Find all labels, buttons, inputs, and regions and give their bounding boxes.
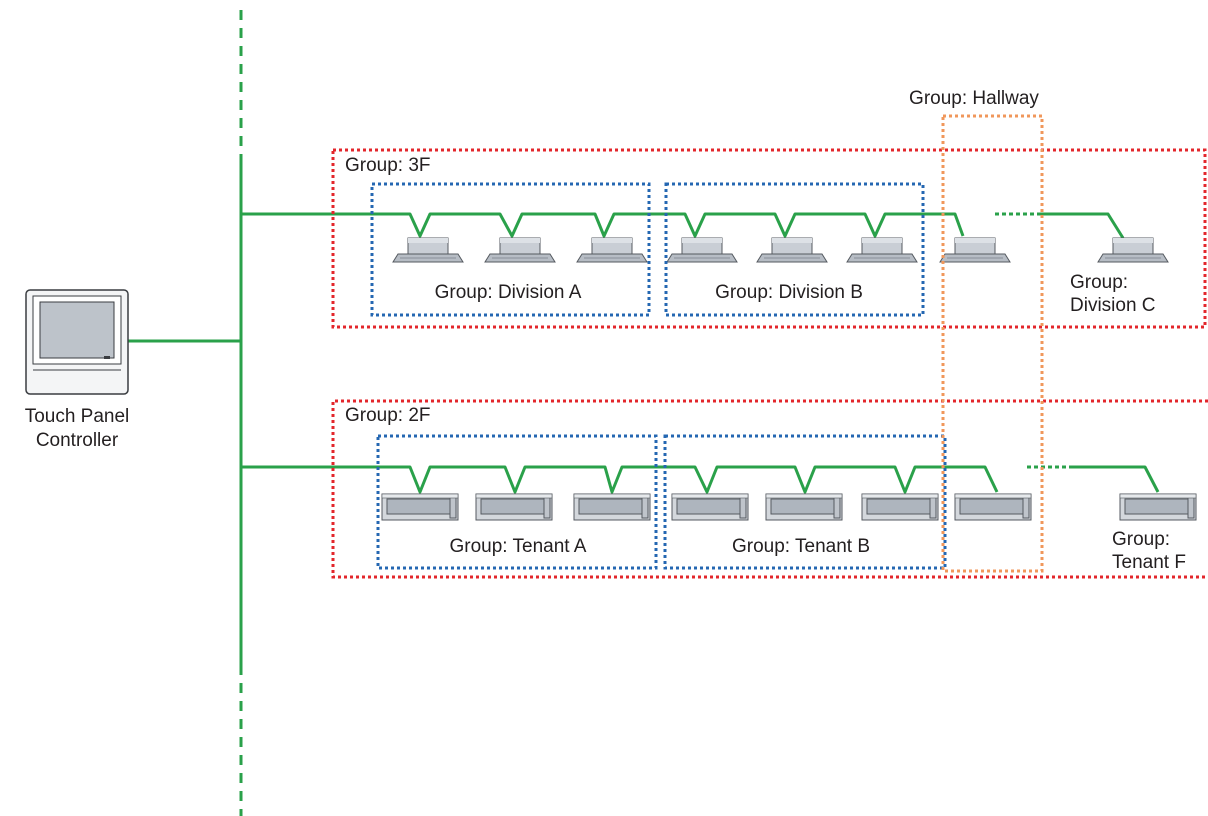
cassette-unit-icon bbox=[576, 237, 648, 263]
group-2f-label: Group: 2F bbox=[345, 405, 431, 426]
floor-2f-bus bbox=[241, 465, 1160, 494]
group-division-b-label: Group: Division B bbox=[715, 282, 863, 303]
group-2f-boundary bbox=[331, 399, 1208, 579]
cassette-unit-icon bbox=[1097, 237, 1169, 263]
touch-panel-controller-icon bbox=[25, 289, 129, 395]
group-division-b-boundary bbox=[664, 182, 925, 317]
group-tenant-f-label-line1: Group: bbox=[1112, 529, 1170, 550]
duct-unit-icon bbox=[381, 493, 459, 521]
duct-unit-icon bbox=[671, 493, 749, 521]
group-division-c-label-line2: Division C bbox=[1070, 295, 1156, 316]
duct-unit-icon bbox=[765, 493, 843, 521]
group-3f-label: Group: 3F bbox=[345, 155, 431, 176]
group-division-a-label: Group: Division A bbox=[435, 282, 582, 303]
group-division-c-label-line1: Group: bbox=[1070, 272, 1128, 293]
cassette-unit-icon bbox=[939, 237, 1011, 263]
cassette-unit-icon bbox=[392, 237, 464, 263]
group-3f-boundary bbox=[331, 148, 1207, 329]
touch-panel-controller: Touch Panel Controller bbox=[25, 289, 241, 451]
duct-unit-icon bbox=[954, 493, 1032, 521]
cassette-unit-icon bbox=[756, 237, 828, 263]
group-tenant-b-label: Group: Tenant B bbox=[732, 536, 870, 557]
cassette-unit-icon bbox=[846, 237, 918, 263]
group-hallway-label: Group: Hallway bbox=[909, 88, 1039, 109]
group-tenant-a-boundary bbox=[376, 434, 658, 570]
floor-2f-units bbox=[381, 493, 1197, 521]
controller-label-line1: Touch Panel bbox=[25, 406, 130, 427]
cassette-unit-icon bbox=[484, 237, 556, 263]
group-tenant-a-label: Group: Tenant A bbox=[450, 536, 587, 557]
duct-unit-icon bbox=[475, 493, 553, 521]
group-tenant-b-boundary bbox=[663, 434, 947, 570]
group-tenant-f-label-line2: Tenant F bbox=[1112, 552, 1186, 573]
group-hallway-boundary bbox=[941, 114, 1044, 573]
cassette-unit-icon bbox=[666, 237, 738, 263]
floor-3f-units bbox=[392, 237, 1169, 263]
duct-unit-icon bbox=[1119, 493, 1197, 521]
duct-unit-icon bbox=[861, 493, 939, 521]
duct-unit-icon bbox=[573, 493, 651, 521]
floor-3f-bus bbox=[241, 212, 1125, 239]
group-division-a-boundary bbox=[370, 182, 651, 317]
controller-label-line2: Controller bbox=[36, 430, 119, 451]
